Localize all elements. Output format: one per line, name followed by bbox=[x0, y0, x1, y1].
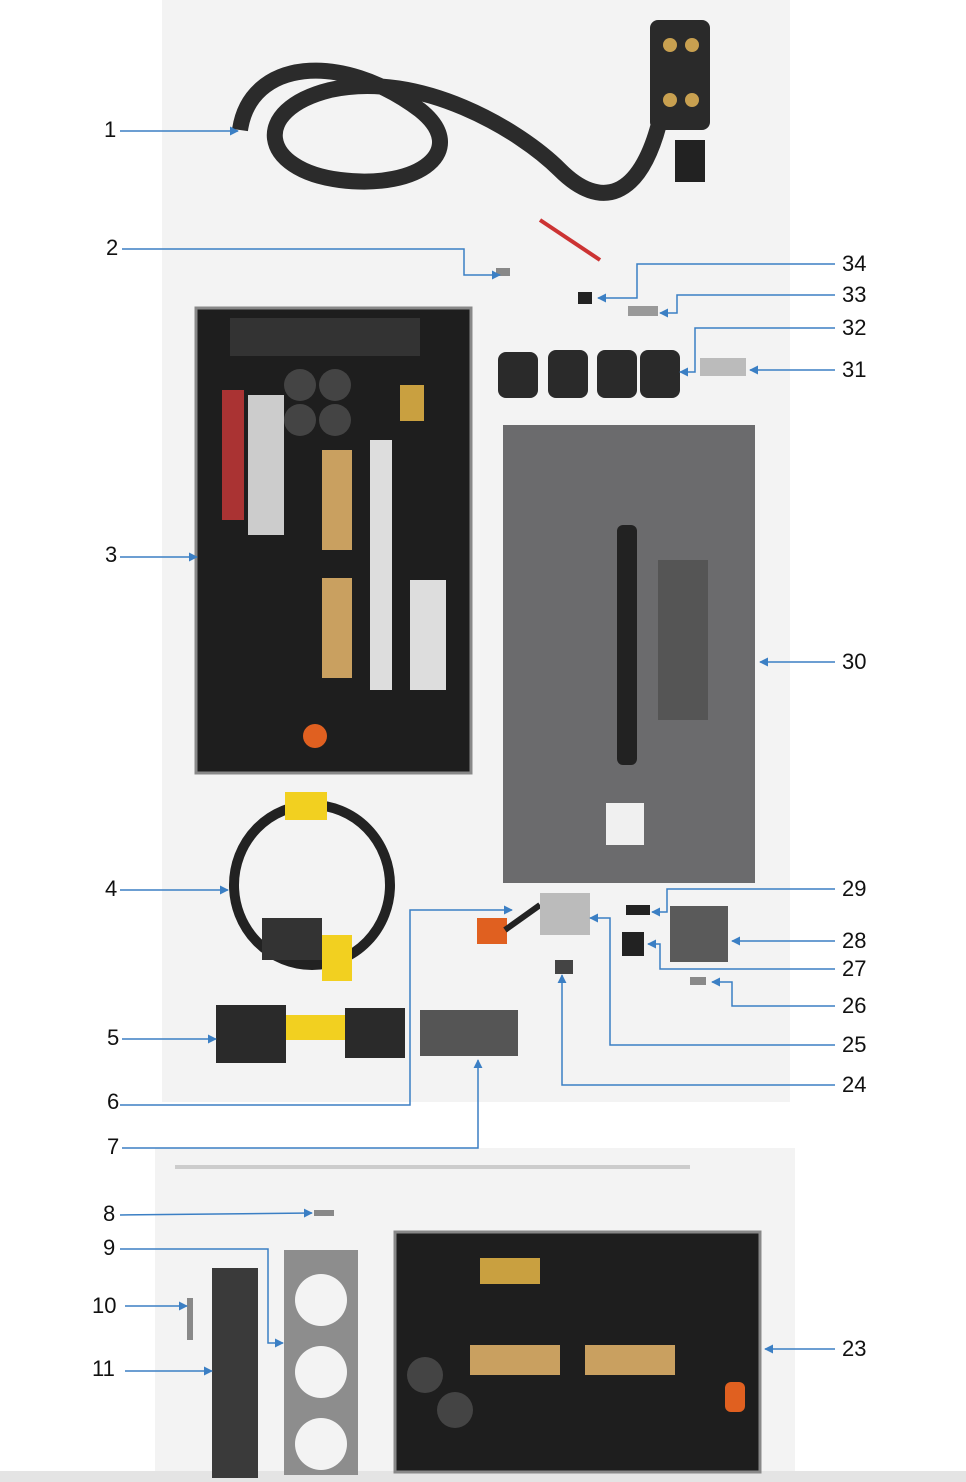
callout-label-32: 32 bbox=[842, 315, 867, 340]
leader-line-32 bbox=[679, 327, 835, 377]
leader-line-9 bbox=[120, 1248, 284, 1348]
callout-label-4: 4 bbox=[105, 876, 118, 901]
ruler bbox=[175, 1165, 690, 1169]
callout-label-9: 9 bbox=[103, 1235, 116, 1260]
part-coiled-cable bbox=[229, 792, 395, 981]
leader-line-29 bbox=[651, 888, 835, 917]
leader-line-33 bbox=[659, 294, 835, 318]
part-connector-6 bbox=[477, 918, 507, 944]
callout-label-24: 24 bbox=[842, 1072, 867, 1097]
leader-line-8 bbox=[119, 1208, 313, 1218]
leader-line-6 bbox=[120, 905, 513, 1106]
leader-line-27 bbox=[647, 939, 835, 970]
part-feet-32 bbox=[498, 350, 680, 398]
part-screws-10 bbox=[187, 1298, 193, 1340]
part-cable-harness bbox=[232, 20, 710, 262]
part-screws-26 bbox=[690, 977, 706, 985]
callout-label-23: 23 bbox=[842, 1336, 867, 1361]
callout-label-30: 30 bbox=[842, 649, 867, 674]
part-label-7 bbox=[420, 1010, 518, 1056]
leader-line-7 bbox=[122, 1059, 483, 1149]
callout-label-34: 34 bbox=[842, 251, 867, 276]
part-wire-6 bbox=[503, 902, 542, 933]
callout-label-25: 25 bbox=[842, 1032, 867, 1057]
part-clip-29 bbox=[626, 905, 650, 915]
leader-line-34 bbox=[597, 263, 835, 303]
callout-label-31: 31 bbox=[842, 357, 867, 382]
callout-label-6: 6 bbox=[107, 1089, 120, 1114]
leader-line-26 bbox=[711, 977, 835, 1007]
callout-label-10: 10 bbox=[92, 1293, 117, 1318]
callout-label-29: 29 bbox=[842, 876, 867, 901]
part-main-board bbox=[194, 306, 473, 775]
part-adapter-cable bbox=[216, 1005, 405, 1063]
part-cover-plate bbox=[503, 425, 755, 883]
callout-label-27: 27 bbox=[842, 956, 867, 981]
bottom-strip bbox=[0, 1471, 966, 1482]
part-screws-33 bbox=[628, 306, 658, 316]
part-screws-31 bbox=[700, 358, 746, 376]
callout-label-3: 3 bbox=[105, 542, 118, 567]
part-screws-2 bbox=[496, 268, 510, 276]
part-screws-24 bbox=[555, 960, 573, 974]
callout-label-2: 2 bbox=[106, 235, 119, 260]
callout-label-8: 8 bbox=[103, 1201, 116, 1226]
leader-line-24 bbox=[557, 974, 835, 1086]
callout-label-1: 1 bbox=[104, 117, 117, 142]
part-clip-27 bbox=[622, 932, 644, 956]
part-connector-34 bbox=[578, 292, 592, 304]
callout-label-26: 26 bbox=[842, 993, 867, 1018]
part-screws-8 bbox=[314, 1210, 334, 1216]
callout-label-28: 28 bbox=[842, 928, 867, 953]
callout-label-7: 7 bbox=[107, 1134, 120, 1159]
callout-label-11: 11 bbox=[92, 1356, 115, 1381]
callout-label-5: 5 bbox=[107, 1025, 120, 1050]
leader-line-2 bbox=[122, 248, 501, 280]
part-board-25 bbox=[540, 893, 590, 935]
part-grille-11 bbox=[212, 1268, 258, 1478]
part-main-board-23 bbox=[393, 1230, 762, 1474]
part-panel-28 bbox=[670, 906, 728, 962]
callout-label-33: 33 bbox=[842, 282, 867, 307]
part-fan-bracket-9 bbox=[284, 1250, 358, 1475]
leader-line-25 bbox=[589, 913, 835, 1046]
